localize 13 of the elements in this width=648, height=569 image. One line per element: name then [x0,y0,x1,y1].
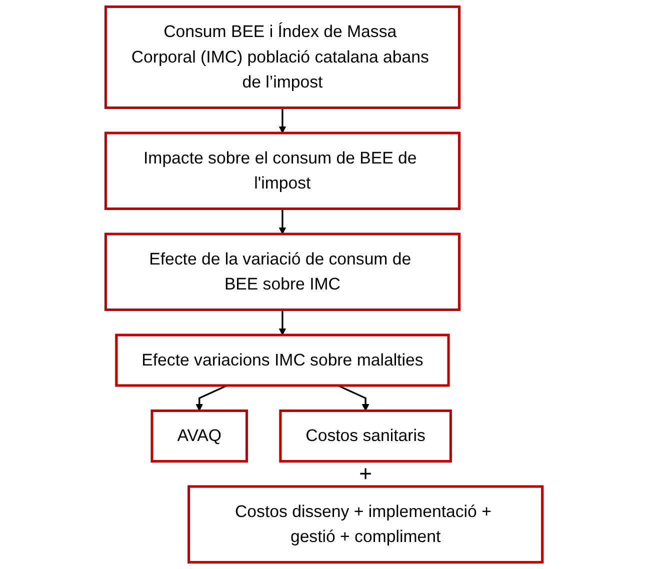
node-box [104,232,460,312]
node-box [104,132,460,210]
arrow [278,208,286,234]
arrow [278,310,286,336]
node-box [279,410,452,463]
arrow [196,384,228,412]
arrow [338,384,370,412]
node-box [104,5,460,109]
node-box [188,485,544,564]
arrow [278,108,286,134]
node-box [115,334,450,387]
plus-sign: + [359,460,372,487]
node-box [150,410,248,463]
